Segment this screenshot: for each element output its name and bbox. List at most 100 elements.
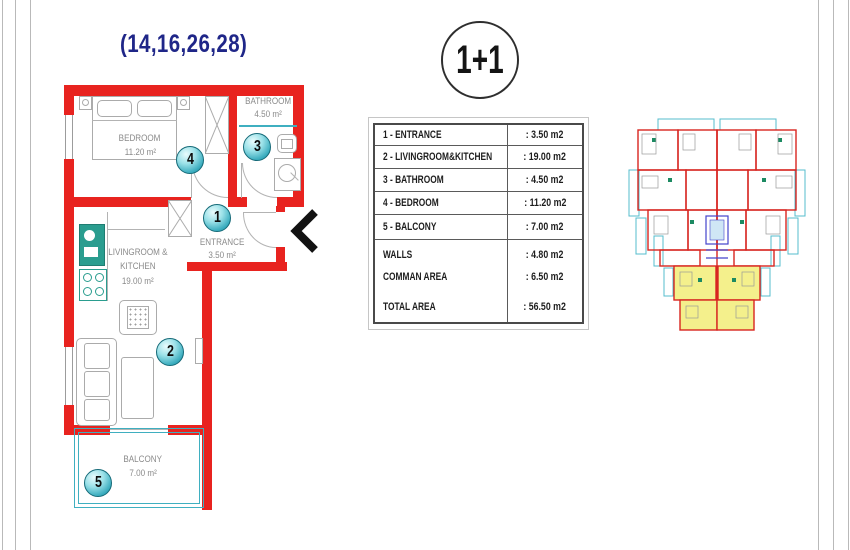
table-row: 5 - BALCONY : 7.00 m2 [375, 215, 582, 240]
row-label: 1 - ENTRANCE [383, 129, 442, 141]
wall-entry-jamb-bottom [276, 247, 285, 263]
bedroom-label: BEDROOM [119, 133, 161, 144]
page-title: (14,16,26,28) [61, 30, 306, 59]
pillow [97, 100, 132, 117]
pillow [137, 100, 172, 117]
burner-icon [83, 273, 92, 282]
burner-icon [95, 273, 104, 282]
wall-hall-top-right [277, 197, 304, 207]
wall-bathroom-divider [228, 96, 237, 197]
unit-type-badge: 1+1 [441, 21, 519, 99]
row-value: : 4.50 m2 [507, 169, 582, 191]
frame-line [818, 0, 819, 550]
shower-drain-icon [278, 164, 296, 182]
unit-type-label: 1+1 [456, 37, 504, 82]
sofa-cushion [84, 343, 110, 369]
burner-icon [95, 287, 104, 296]
sink-bowl [281, 139, 293, 149]
bathroom-label: BATHROOM [244, 96, 292, 107]
balcony-outline-inner [78, 432, 200, 504]
entrance-area-label: 3.50 m² [208, 250, 236, 261]
row-label: 2 - LIVINGROOM&KITCHEN [383, 151, 493, 163]
wall-bedroom-bottom [64, 197, 191, 207]
table-row: 1 - ENTRANCE : 3.50 m2 [375, 125, 582, 146]
frame-line [30, 0, 31, 550]
counter-edge-line [107, 212, 108, 301]
bathroom-door-leaf [241, 163, 242, 198]
room-badge-entrance: 1 [203, 204, 231, 232]
wall-left-mid [64, 159, 74, 207]
tv-unit [195, 338, 203, 364]
bathroom-area-label: 4.50 m² [254, 109, 282, 120]
summary-value: : 56.50 m2 [523, 301, 567, 313]
sofa-cushion [84, 371, 110, 397]
wall-living-right [202, 262, 212, 510]
burner-icon [83, 287, 92, 296]
table-row: 4 - BEDROOM : 11.20 m2 [375, 192, 582, 215]
wall-entry-jamb-top [276, 206, 285, 212]
wall-bathroom-right [293, 85, 304, 206]
armchair [119, 300, 157, 335]
frame-line [833, 0, 834, 550]
lamp-icon [180, 99, 187, 106]
summary-label: WALLS [383, 249, 413, 261]
wall-living-left [64, 207, 74, 347]
window-living [65, 347, 73, 405]
frame-line [2, 0, 3, 550]
hall-closet-x-icon [168, 200, 192, 237]
sofa-cushion [84, 399, 110, 421]
room-badge-balcony: 5 [84, 469, 112, 497]
bedroom-area-label: 11.20 m² [124, 147, 156, 158]
wall-balcony-top-left [64, 425, 110, 435]
wall-hall-top-left [228, 197, 247, 207]
balcony-area-label: 7.00 m² [129, 468, 157, 479]
bathroom-door-arc [242, 163, 277, 198]
window-bedroom [65, 115, 73, 159]
wall-left-lower [64, 405, 74, 435]
area-table-frame [368, 117, 589, 330]
counter-edge-line [107, 229, 165, 230]
livingroom-area-label: 19.00 m² [121, 276, 154, 287]
entrance-label: ENTRANCE [199, 237, 245, 248]
bathroom-underline [239, 125, 297, 127]
entrance-door-leaf [243, 212, 276, 213]
balcony-door-line [110, 429, 168, 430]
frame-line [848, 0, 849, 550]
balcony-label: BALCONY [123, 454, 163, 465]
row-value: : 11.20 m2 [507, 192, 582, 214]
table-row: 3 - BATHROOM : 4.50 m2 [375, 169, 582, 192]
lamp-icon [82, 99, 89, 106]
building-overview-plan [628, 118, 806, 331]
frame-line [15, 0, 16, 550]
wall-top [72, 85, 304, 96]
summary-label: TOTAL AREA [383, 301, 436, 313]
table-row: 2 - LIVINGROOM&KITCHEN : 19.00 m2 [375, 146, 582, 169]
wall-left-upper [64, 85, 74, 115]
row-label: 5 - BALCONY [383, 221, 437, 233]
apartment-numbers-label: (14,16,26,28) [119, 30, 248, 58]
wardrobe-x-icon [205, 96, 229, 154]
room-badge-bathroom: 3 [243, 133, 271, 161]
kitchen-sink-icon [84, 230, 95, 241]
summary-value: : 4.80 m2 [526, 249, 564, 261]
armchair-cushion [127, 306, 149, 329]
area-table: 1 - ENTRANCE : 3.50 m2 2 - LIVINGROOM&KI… [373, 123, 584, 324]
row-label: 3 - BATHROOM [383, 174, 444, 186]
summary-label: COMMAN AREA [383, 271, 448, 283]
table-summary: WALLS COMMAN AREA TOTAL AREA : 4.80 m2 :… [375, 240, 582, 322]
wall-balcony-top-right [168, 425, 212, 435]
coffee-table [121, 357, 154, 419]
room-badge-bedroom: 4 [176, 146, 204, 174]
wall-hall-bottom [187, 262, 287, 271]
row-value: : 7.00 m2 [507, 215, 582, 239]
row-value: : 19.00 m2 [507, 146, 582, 168]
balcony-outline [74, 428, 204, 508]
kitchen-sink-board-icon [84, 247, 98, 257]
summary-value: : 6.50 m2 [526, 271, 564, 283]
row-label: 4 - BEDROOM [383, 197, 439, 209]
livingroom-label-line1: LIVINGROOM & [107, 247, 168, 258]
bedroom-door-leaf [191, 163, 192, 198]
row-value: : 3.50 m2 [507, 125, 582, 145]
livingroom-label-line2: KITCHEN [119, 261, 156, 272]
